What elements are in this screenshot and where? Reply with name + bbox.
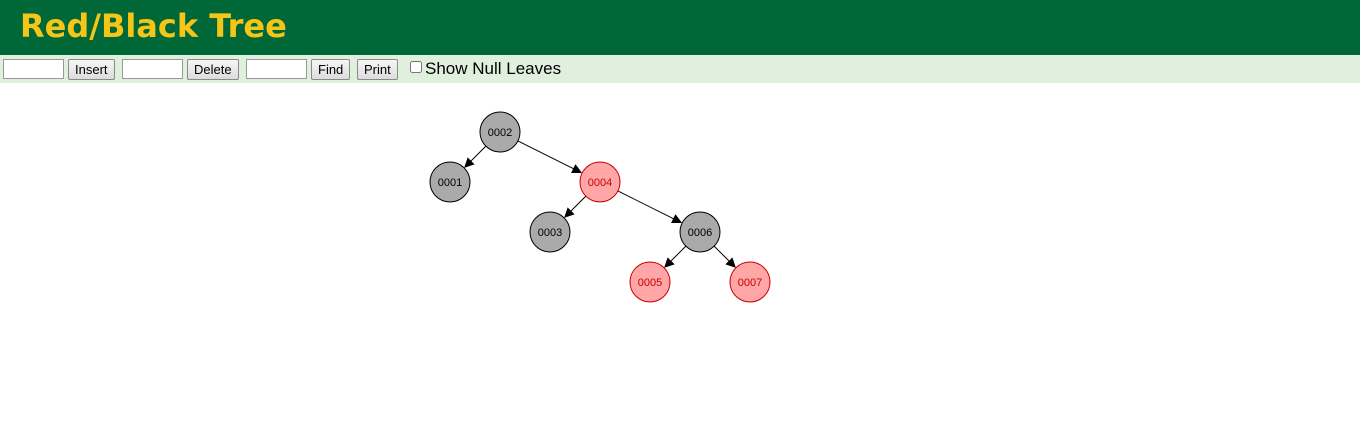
tree-node-label: 0004 bbox=[588, 177, 612, 189]
show-null-leaves-checkbox[interactable] bbox=[410, 61, 422, 73]
page-title: Red/Black Tree bbox=[20, 7, 287, 45]
tree-node-label: 0003 bbox=[538, 227, 562, 239]
tree-node-circle[interactable] bbox=[529, 211, 571, 253]
tree-node-0007[interactable]: 0007 bbox=[729, 261, 771, 303]
find-input[interactable] bbox=[246, 59, 307, 79]
tree-edge-0002-0001 bbox=[464, 145, 487, 168]
tree-node-0006[interactable]: 0006 bbox=[679, 211, 721, 253]
tree-edge-0002-0004 bbox=[517, 140, 583, 174]
tree-node-label: 0007 bbox=[738, 277, 762, 289]
print-button[interactable]: Print bbox=[357, 59, 398, 80]
tree-node-circle[interactable] bbox=[479, 111, 521, 153]
tree-node-circle[interactable] bbox=[679, 211, 721, 253]
tree-node-label: 0006 bbox=[688, 227, 712, 239]
nodes-layer: 0002 0001 0004 0003 0006 0005 0007 bbox=[429, 111, 771, 303]
tree-node-0001[interactable]: 0001 bbox=[429, 161, 471, 203]
tree-node-0003[interactable]: 0003 bbox=[529, 211, 571, 253]
tree-node-circle[interactable] bbox=[429, 161, 471, 203]
app-header: Red/Black Tree bbox=[0, 0, 1360, 55]
tree-node-circle[interactable] bbox=[729, 261, 771, 303]
delete-input[interactable] bbox=[122, 59, 183, 79]
tree-node-0002[interactable]: 0002 bbox=[479, 111, 521, 153]
toolbar: Insert Delete Find Print Show Null Leave… bbox=[0, 55, 1360, 83]
edges-layer bbox=[464, 140, 736, 268]
tree-node-0005[interactable]: 0005 bbox=[629, 261, 671, 303]
delete-button[interactable]: Delete bbox=[187, 59, 239, 80]
insert-input[interactable] bbox=[3, 59, 64, 79]
tree-edge-0006-0007 bbox=[713, 245, 736, 268]
tree-node-label: 0001 bbox=[438, 177, 462, 189]
tree-node-circle[interactable] bbox=[629, 261, 671, 303]
tree-node-0004[interactable]: 0004 bbox=[579, 161, 621, 203]
insert-button[interactable]: Insert bbox=[68, 59, 115, 80]
tree-node-label: 0005 bbox=[638, 277, 662, 289]
find-button[interactable]: Find bbox=[311, 59, 351, 80]
show-null-leaves-label[interactable]: Show Null Leaves bbox=[425, 59, 562, 78]
tree-node-circle[interactable] bbox=[579, 161, 621, 203]
tree-node-label: 0002 bbox=[488, 127, 512, 139]
tree-edge-0006-0005 bbox=[664, 245, 687, 268]
tree-diagram: 0002 0001 0004 0003 0006 0005 0007 bbox=[429, 111, 771, 303]
tree-canvas: 0002 0001 0004 0003 0006 0005 0007 bbox=[0, 83, 1360, 423]
tree-edge-0004-0006 bbox=[617, 190, 683, 224]
tree-edge-0004-0003 bbox=[564, 195, 587, 218]
